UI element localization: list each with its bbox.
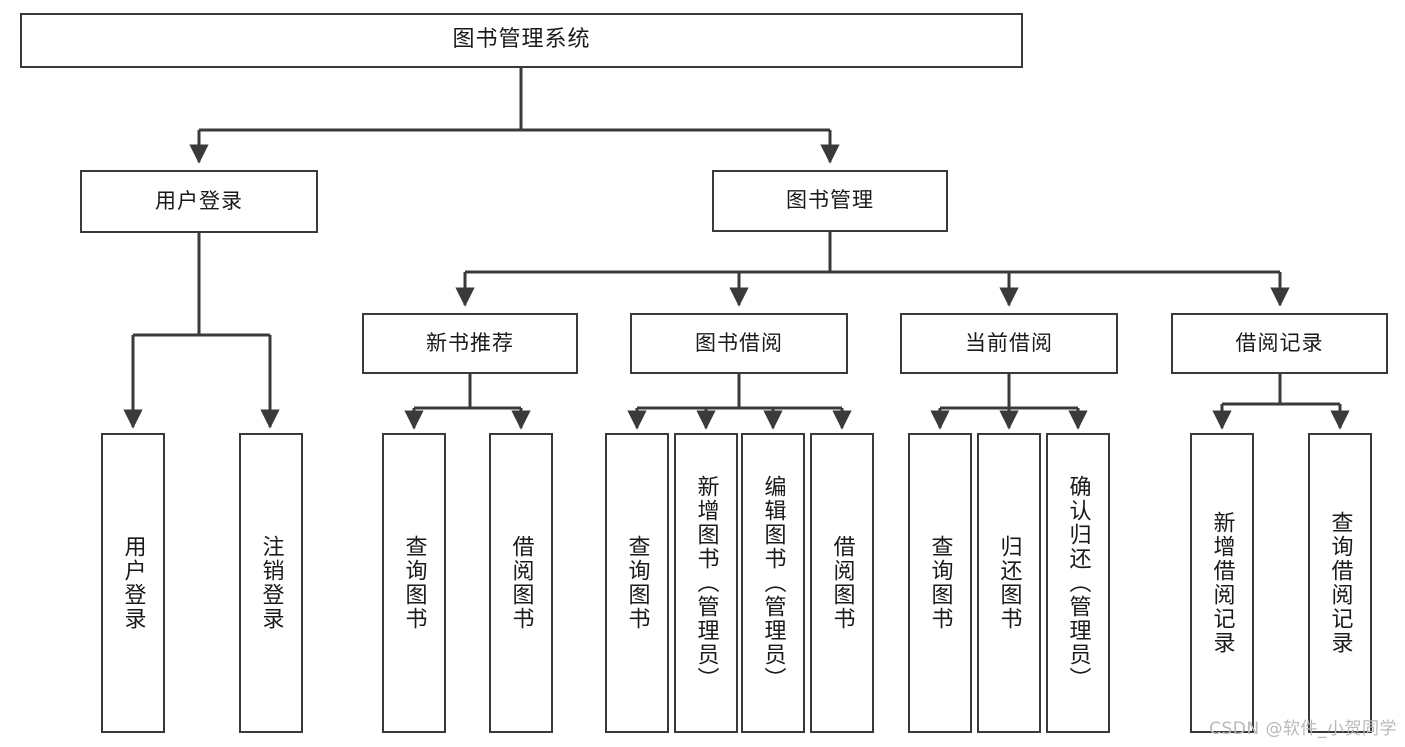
- node-user-login[interactable]: 用户登录: [80, 170, 318, 233]
- leaf-label: 新增借阅记录: [1209, 511, 1235, 655]
- leaf-query-book-current[interactable]: 查询图书: [908, 433, 972, 733]
- leaf-label: 查询借阅记录: [1327, 511, 1353, 655]
- leaf-user-login[interactable]: 用户登录: [101, 433, 165, 733]
- leaf-label: 确认归还（管理员）: [1065, 475, 1091, 691]
- leaf-borrow-book-recommend[interactable]: 借阅图书: [489, 433, 553, 733]
- node-new-book-recommend[interactable]: 新书推荐: [362, 313, 578, 374]
- leaf-borrow-book[interactable]: 借阅图书: [810, 433, 874, 733]
- leaf-query-borrow-record[interactable]: 查询借阅记录: [1308, 433, 1372, 733]
- leaf-add-book[interactable]: 新增图书（管理员）: [674, 433, 738, 733]
- leaf-confirm-return[interactable]: 确认归还（管理员）: [1046, 433, 1110, 733]
- leaf-edit-book[interactable]: 编辑图书（管理员）: [741, 433, 805, 733]
- leaf-logout[interactable]: 注销登录: [239, 433, 303, 733]
- node-root[interactable]: 图书管理系统: [20, 13, 1023, 68]
- leaf-label: 借阅图书: [829, 535, 855, 631]
- leaf-query-book-recommend[interactable]: 查询图书: [382, 433, 446, 733]
- leaf-label: 归还图书: [996, 535, 1022, 631]
- node-current-borrow[interactable]: 当前借阅: [900, 313, 1118, 374]
- leaf-label: 借阅图书: [508, 535, 534, 631]
- leaf-label: 注销登录: [258, 535, 284, 631]
- leaf-query-book-borrow[interactable]: 查询图书: [605, 433, 669, 733]
- leaf-label: 查询图书: [927, 535, 953, 631]
- leaf-label: 编辑图书（管理员）: [760, 475, 786, 691]
- leaf-label: 新增图书（管理员）: [693, 475, 719, 691]
- node-borrow-record[interactable]: 借阅记录: [1171, 313, 1388, 374]
- leaf-return-book[interactable]: 归还图书: [977, 433, 1041, 733]
- leaf-label: 查询图书: [624, 535, 650, 631]
- leaf-label: 用户登录: [120, 535, 146, 631]
- leaf-label: 查询图书: [401, 535, 427, 631]
- node-book-borrow[interactable]: 图书借阅: [630, 313, 848, 374]
- leaf-add-borrow-record[interactable]: 新增借阅记录: [1190, 433, 1254, 733]
- node-book-manage[interactable]: 图书管理: [712, 170, 948, 232]
